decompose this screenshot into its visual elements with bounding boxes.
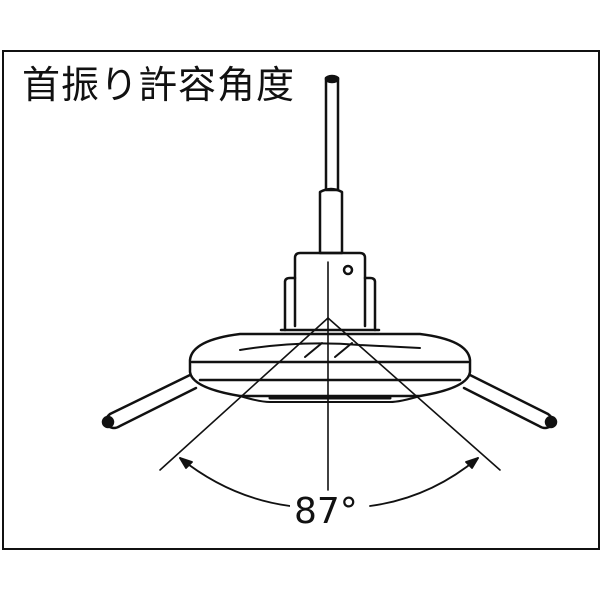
base-disc (188, 332, 472, 403)
left-arrowhead-icon (179, 457, 193, 469)
angle-lines (159, 261, 501, 491)
angle-label: 87° (290, 494, 362, 530)
diagram-title: 首振り許容角度 (22, 63, 296, 107)
right-arm (462, 373, 558, 430)
right-arrowhead-icon (465, 457, 479, 469)
diagram-frame (2, 50, 600, 550)
angle-arc (179, 457, 479, 507)
vertical-rod (318, 74, 344, 255)
swivel-head (279, 251, 381, 332)
left-arm (101, 373, 198, 430)
